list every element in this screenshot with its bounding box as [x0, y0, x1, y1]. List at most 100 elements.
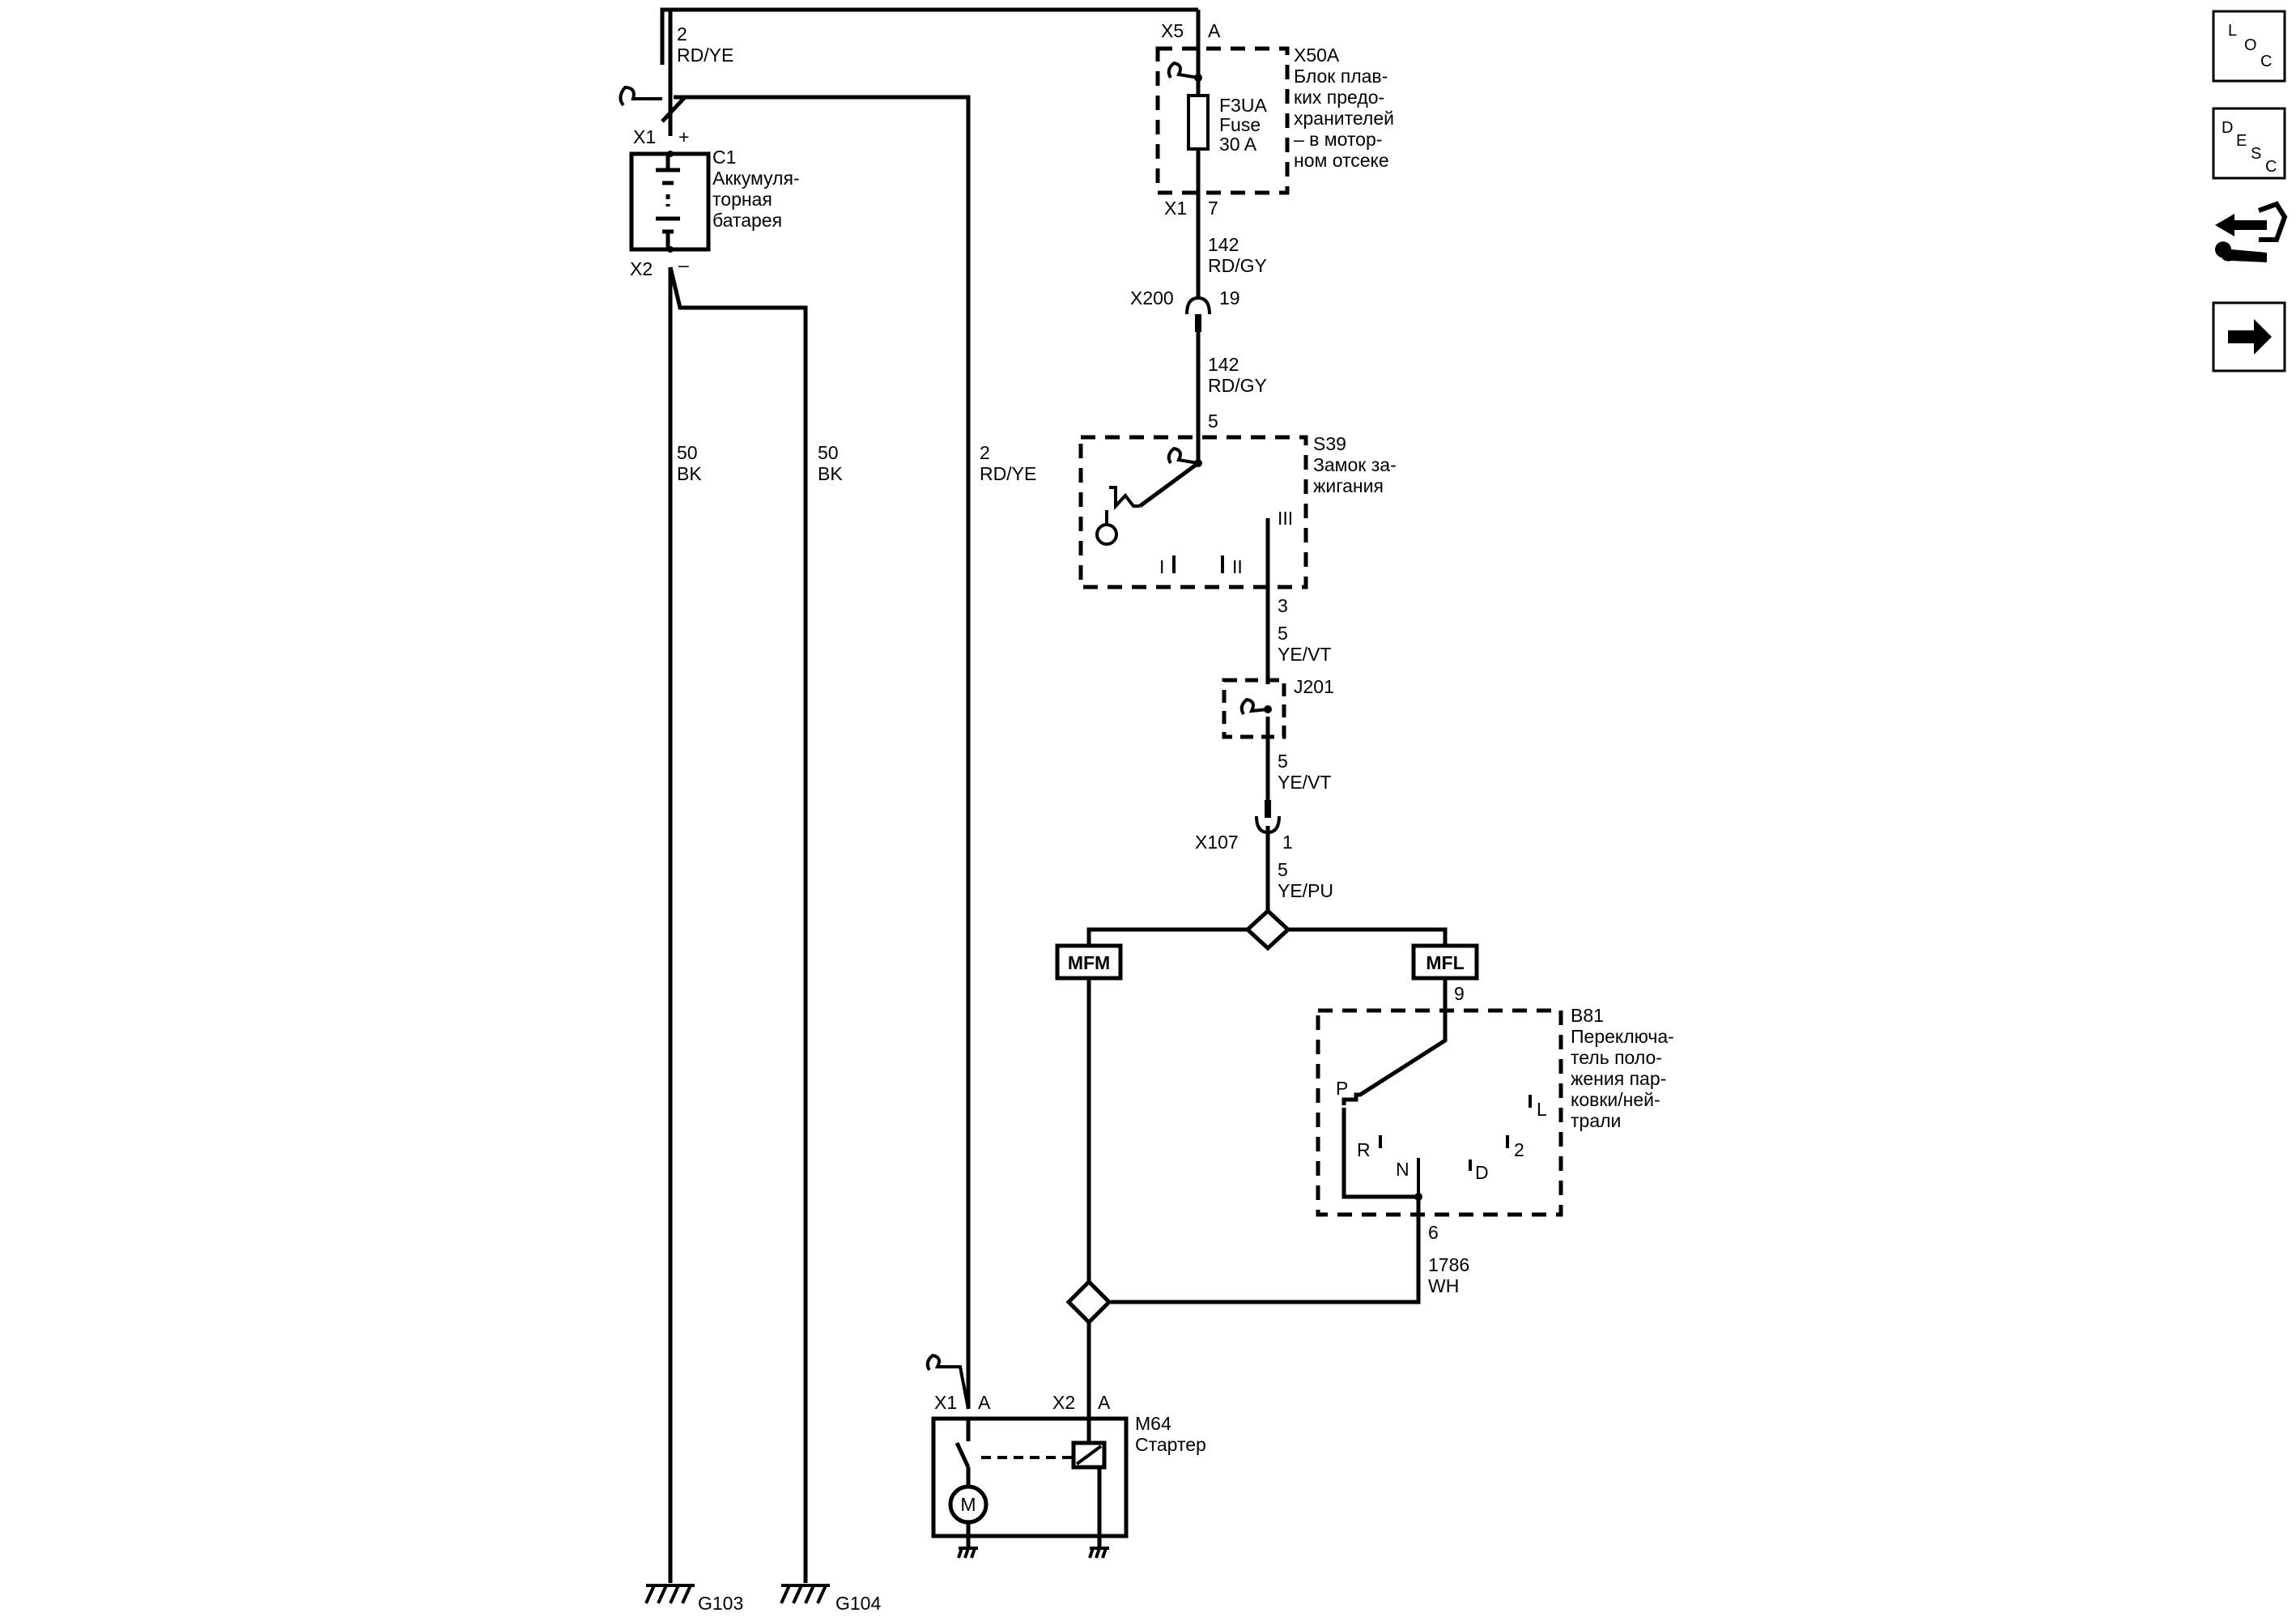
desc-letter-c: C	[2265, 158, 2277, 176]
wire-g103-color: BK	[677, 463, 702, 484]
option-mfm: MFM	[1055, 943, 1123, 981]
fuse-rating: 30 A	[1219, 134, 1257, 155]
pn-pin-out: 6	[1428, 1222, 1439, 1243]
wire-starter-feed	[674, 95, 971, 1409]
starter-pin-x2: A	[1098, 1392, 1111, 1413]
pn-pos-n: N	[1396, 1159, 1409, 1180]
ground-wire-labels: 50 BK 50 BK 2 RD/YE	[677, 442, 1036, 484]
ignition-pos-1: I	[1159, 556, 1164, 577]
fuse-pin-bottom: 7	[1208, 198, 1218, 219]
wire-mfl-down	[1341, 980, 1448, 1105]
fuse-block-name-4: – в мотор-	[1294, 129, 1382, 150]
starter-pin-x1: A	[978, 1392, 991, 1413]
pn-name-2: тель поло-	[1571, 1047, 1662, 1068]
ignition-pos-2: II	[1232, 556, 1243, 577]
ignition-name-1: Замок за-	[1313, 454, 1397, 475]
connector-x200: X200 19	[1130, 287, 1240, 332]
starter-m64: X1 A X2 A M64 Стартер M	[925, 1353, 1206, 1559]
battery-name-2: торная	[712, 189, 772, 210]
wire-142a-number: 142	[1208, 234, 1239, 255]
ground-icon	[780, 1584, 831, 1605]
option-join-diamond	[1065, 1279, 1112, 1326]
battery-minus: –	[678, 254, 689, 275]
splice-j201: J201	[1222, 676, 1334, 739]
option-mfl-label: MFL	[1426, 952, 1464, 973]
starter-feed-color: RD/YE	[980, 463, 1036, 484]
option-split-diamond	[1244, 908, 1291, 951]
ground-g104-label: G104	[835, 1593, 881, 1614]
ignition-name-2: жигания	[1313, 475, 1384, 496]
fuse-block-name-2: ких предо-	[1294, 87, 1384, 108]
connector-male-icon	[1195, 314, 1201, 332]
wire-5a-number: 5	[1278, 623, 1288, 644]
wire-1786	[1111, 1197, 1421, 1304]
wire-5c-number: 5	[1278, 859, 1288, 880]
wire-1786-number: 1786	[1428, 1254, 1469, 1275]
pn-pos-l: L	[1537, 1099, 1547, 1120]
pn-name-4: ковки/ней-	[1571, 1089, 1660, 1110]
pn-name-1: Переключа-	[1571, 1026, 1674, 1047]
ground-g104: G104	[780, 1584, 881, 1614]
starter-conn-x2: X2	[1052, 1392, 1075, 1413]
desc-letter-e: E	[2236, 132, 2247, 150]
pn-pos-d: D	[1475, 1162, 1489, 1183]
starter-motor-letter: M	[960, 1494, 976, 1515]
nav-next-button[interactable]	[2212, 301, 2286, 372]
wire-feed-diag	[661, 96, 687, 123]
ground-g103: G103	[644, 1584, 743, 1614]
wire-142b-number: 142	[1208, 354, 1239, 375]
connector-female-icon	[1255, 815, 1281, 835]
loc-letter-l: L	[2228, 22, 2237, 40]
battery-name-1: Аккумуля-	[712, 168, 800, 189]
pn-pin-in: 9	[1454, 983, 1465, 1004]
desc-letter-s: S	[2251, 145, 2261, 163]
chassis-ground-icon	[957, 1547, 978, 1559]
x200-conn: X200	[1130, 287, 1174, 309]
pn-name-3: жения пар-	[1571, 1068, 1666, 1089]
battery-plus: +	[678, 126, 689, 147]
option-mfm-label: MFM	[1068, 952, 1110, 973]
ignition-contact-arm	[1138, 461, 1200, 509]
wire-top-color: RD/YE	[677, 45, 733, 66]
x107-conn: X107	[1195, 832, 1239, 853]
x200-pin: 19	[1219, 287, 1240, 309]
starter-name: Стартер	[1135, 1434, 1206, 1455]
starter-feed-number: 2	[980, 442, 990, 463]
battery-c1: X1 + X2 – 2 RD/YE C1 Аккумуля- торная ба…	[619, 23, 800, 279]
wire-142a-color: RD/GY	[1208, 255, 1267, 276]
wire-g104-number: 50	[818, 442, 839, 463]
battery-cells-icon	[656, 154, 680, 249]
ignition-pos-3: III	[1278, 508, 1293, 529]
wire-5b-number: 5	[1278, 751, 1288, 772]
wire-mfl-branch	[1288, 927, 1448, 946]
pn-pos-p: P	[1336, 1078, 1348, 1099]
ignition-ref: S39	[1313, 433, 1346, 454]
wire-top-number: 2	[677, 23, 687, 45]
j201-ref: J201	[1294, 676, 1334, 697]
pn-ref: B81	[1571, 1005, 1604, 1026]
wire-142b-color: RD/GY	[1208, 375, 1267, 396]
wire-1786-color: WH	[1428, 1275, 1459, 1296]
starter-conn-x1: X1	[934, 1392, 957, 1413]
fuse-word: Fuse	[1219, 114, 1261, 135]
starter-ref: M64	[1135, 1413, 1171, 1434]
battery-name-3: батарея	[712, 210, 782, 231]
fuse-block-ref: X50A	[1294, 45, 1340, 66]
fuse-block-x50a: X5 A X50A Блок плав- ких предо- хранител…	[1155, 20, 1394, 219]
connector-tool-icon[interactable]	[2215, 201, 2288, 262]
x107-pin: 1	[1282, 832, 1293, 853]
battery-conn-x2: X2	[630, 258, 653, 279]
nav-loc-button[interactable]: L O C	[2212, 10, 2286, 83]
connector-female-icon	[1185, 296, 1211, 315]
wire-stub-icon	[1239, 697, 1269, 716]
fuse-conn-bottom: X1	[1164, 198, 1187, 219]
ignition-pin-out: 3	[1278, 595, 1288, 616]
wire-5a-color: YE/VT	[1278, 644, 1331, 665]
wire-mfm-branch	[1086, 927, 1248, 946]
nav-desc-button[interactable]: D E S C	[2212, 107, 2286, 180]
wire-g104-color: BK	[818, 463, 843, 484]
pn-pos-2: 2	[1514, 1139, 1524, 1160]
connector-male-icon	[1265, 800, 1271, 818]
desc-letter-d: D	[2222, 119, 2233, 137]
